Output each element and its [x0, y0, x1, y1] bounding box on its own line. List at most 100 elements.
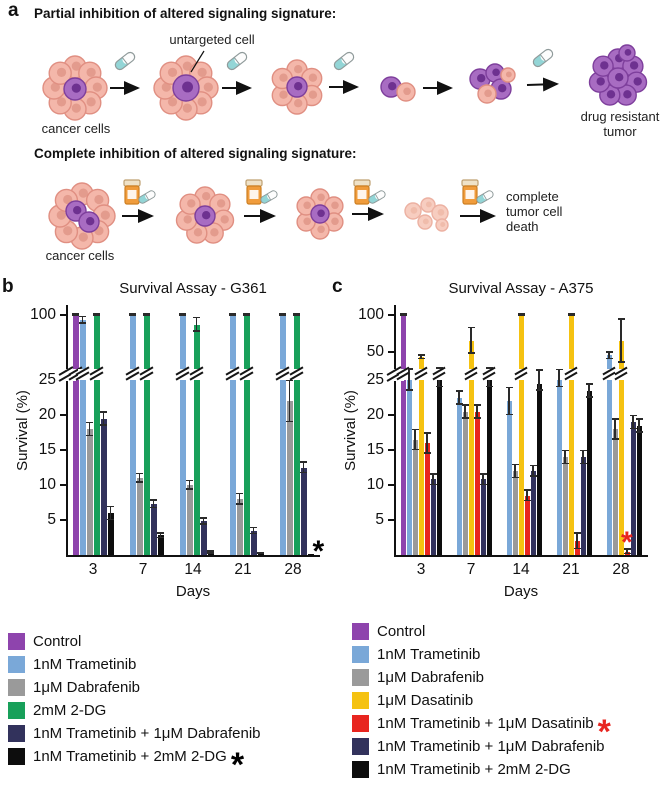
x-tick-label: 28	[612, 561, 630, 578]
error-bar-cap	[243, 313, 250, 315]
y-tick-label: 25	[38, 371, 56, 388]
y-tick-mark	[388, 449, 394, 451]
legend-item: Control	[352, 620, 611, 643]
error-bar	[576, 532, 578, 550]
x-axis-label: Days	[175, 583, 211, 600]
error-bar-cap	[523, 489, 531, 491]
cell-signaling-diagram	[42, 44, 648, 250]
cancer-cells-label-top: cancer cells	[41, 121, 111, 136]
error-bar-cap	[561, 462, 569, 464]
error-bar-cap	[100, 424, 107, 426]
error-bar-cap	[429, 473, 437, 475]
bar-day14-series2	[512, 471, 518, 555]
error-bar-cap	[143, 313, 150, 315]
error-bar-cap	[517, 314, 525, 317]
pill-capsule-icon	[260, 190, 278, 204]
y-tick-label: 20	[366, 406, 384, 423]
error-bar-cap	[79, 315, 86, 318]
chart-title-g361: Survival Assay - G361	[119, 280, 267, 297]
error-bar-cap	[93, 314, 100, 317]
error-bar-cap	[250, 532, 257, 534]
x-tick-label: 7	[466, 561, 476, 578]
error-bar-cap	[485, 385, 493, 387]
bar-day7-series2	[462, 411, 468, 555]
bar-day28-series1	[606, 355, 612, 555]
bar-day3-series4	[100, 418, 107, 555]
error-bar	[109, 506, 112, 520]
cancer-cells-cluster	[42, 55, 108, 121]
error-bar-cap	[93, 313, 100, 315]
shrinking-treated-cluster	[296, 188, 344, 240]
error-bar-cap	[455, 403, 463, 405]
error-bar-cap	[399, 313, 407, 315]
bar-axis-break-icon	[413, 366, 428, 381]
pill-capsule-icon	[368, 190, 386, 204]
pill-capsule-icon	[476, 190, 494, 204]
bar-day7-series4	[474, 411, 480, 555]
error-bar	[414, 429, 416, 450]
bar-day21-series1	[229, 315, 236, 555]
error-bar	[482, 473, 484, 485]
shrinking-tumor-cluster	[271, 59, 323, 115]
error-bar-cap	[479, 483, 487, 485]
x-tick-label: 3	[88, 561, 98, 578]
error-bar-cap	[629, 414, 637, 416]
bar-axis-break-icon	[225, 366, 239, 381]
error-bar-cap	[200, 517, 207, 519]
error-bar-cap	[423, 432, 431, 434]
error-bar-cap	[293, 313, 300, 315]
legend-item-label: 1nM Trametinib + 2mM 2-DG	[33, 748, 227, 765]
error-bar-cap	[179, 313, 186, 315]
legend-item-label: 2mM 2-DG	[33, 702, 107, 719]
y-tick-label: 20	[38, 406, 56, 423]
bar-day3-series0	[72, 315, 79, 555]
error-bar-cap	[473, 404, 481, 406]
bar-axis-break-icon	[395, 366, 410, 381]
bar-day21-series6	[586, 390, 592, 555]
bar-day7-series1	[129, 315, 136, 555]
pill-capsule-icon	[333, 51, 355, 71]
bar-day21-series3	[568, 315, 574, 555]
partial-inhibition-header: Partial inhibition of altered signaling …	[34, 6, 337, 21]
residual-cells-cluster	[380, 76, 416, 102]
error-bar	[408, 368, 410, 391]
y-tick-mark	[60, 314, 66, 316]
y-tick-label: 100	[30, 306, 56, 323]
x-axis	[394, 555, 648, 557]
pill-capsule-icon	[114, 51, 136, 71]
bar-day14-series3	[193, 324, 200, 555]
error-bar-cap	[136, 472, 143, 475]
legend-item: 1nM Trametinib	[352, 643, 611, 666]
pill-capsule-icon	[532, 48, 554, 68]
panel-a-diagram: Partial inhibition of altered signaling …	[0, 0, 672, 272]
bar-day14-series4	[524, 495, 530, 555]
y-tick-label: 10	[366, 476, 384, 493]
error-bar-cap	[417, 357, 425, 359]
legend-item: 1nM Trametinib + 1μM Dabrafenib	[8, 722, 261, 745]
legend-swatch	[352, 623, 369, 640]
error-bar-cap	[535, 369, 543, 371]
legend-swatch	[8, 725, 25, 742]
chart-title-a375: Survival Assay - A375	[448, 280, 594, 297]
error-bar-cap	[236, 492, 243, 495]
error-bar	[138, 473, 141, 483]
error-bar-cap	[229, 313, 236, 315]
error-bar	[152, 499, 155, 509]
error-bar-cap	[129, 313, 136, 315]
error-bar-cap	[143, 314, 150, 317]
legend-swatch	[352, 715, 369, 732]
error-bar-cap	[579, 462, 587, 464]
error-bar-cap	[100, 411, 107, 413]
x-tick-label: 21	[234, 561, 252, 578]
y-tick-label: 15	[366, 441, 384, 458]
error-bar-cap	[405, 368, 413, 370]
y-tick-label: 10	[38, 476, 56, 493]
bar-day28-series4	[300, 467, 307, 555]
legend-item: 1nM Trametinib + 1μM Dabrafenib	[352, 735, 611, 758]
pill-bottle-icon	[123, 179, 141, 205]
bar-day14-series2	[186, 485, 193, 555]
error-bar-cap	[611, 438, 619, 440]
error-bar-cap	[517, 313, 525, 315]
legend-item-label: 1μM Dasatinib	[377, 692, 474, 709]
